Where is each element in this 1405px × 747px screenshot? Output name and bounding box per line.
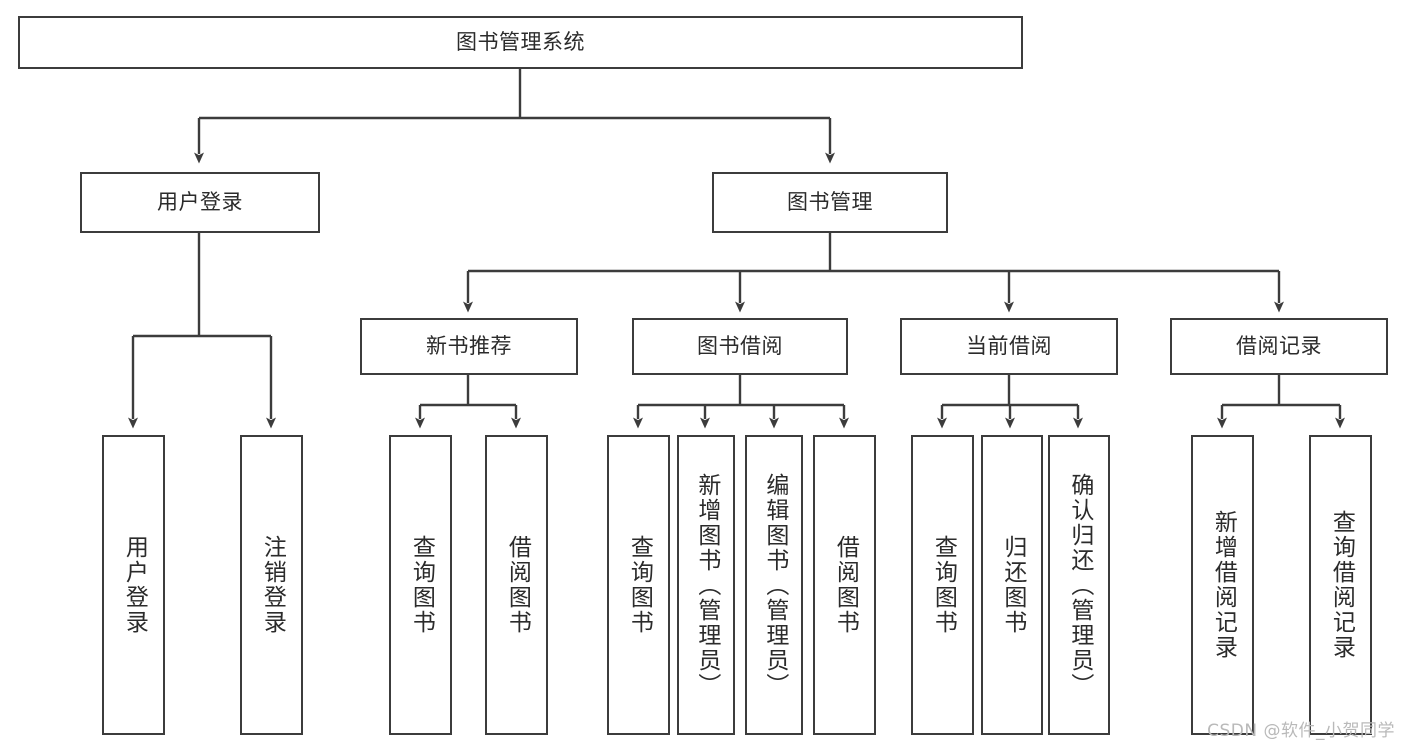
node-label: 借阅图书	[832, 535, 859, 635]
node-label: 新增图书（管理员）	[693, 472, 720, 698]
leaf-new-book-borrow[interactable]: 借阅图书	[485, 435, 548, 735]
leaf-user-login-signout[interactable]: 注销登录	[240, 435, 303, 735]
node-new-book-recommend[interactable]: 新书推荐	[360, 318, 578, 375]
leaf-current-borrow-return[interactable]: 归还图书	[981, 435, 1043, 735]
node-label: 用户登录	[121, 535, 148, 635]
node-book-borrow[interactable]: 图书借阅	[632, 318, 848, 375]
node-label: 借阅图书	[504, 535, 531, 635]
node-book-management[interactable]: 图书管理	[712, 172, 948, 233]
node-label: 当前借阅	[966, 334, 1052, 358]
csdn-watermark: CSDN @软件_小贺同学	[1207, 721, 1395, 741]
leaf-book-borrow-lend[interactable]: 借阅图书	[813, 435, 876, 735]
node-label: 新书推荐	[426, 334, 512, 358]
node-label: 借阅记录	[1236, 334, 1322, 358]
node-borrow-record[interactable]: 借阅记录	[1170, 318, 1388, 375]
node-root-system[interactable]: 图书管理系统	[18, 16, 1023, 69]
leaf-borrow-record-query[interactable]: 查询借阅记录	[1309, 435, 1372, 735]
node-label: 图书管理	[787, 190, 873, 214]
leaf-borrow-record-add[interactable]: 新增借阅记录	[1191, 435, 1254, 735]
leaf-new-book-query[interactable]: 查询图书	[389, 435, 452, 735]
leaf-user-login-signin[interactable]: 用户登录	[102, 435, 165, 735]
leaf-book-borrow-edit[interactable]: 编辑图书（管理员）	[745, 435, 803, 735]
node-label: 查询图书	[626, 535, 653, 635]
leaf-current-borrow-query[interactable]: 查询图书	[911, 435, 974, 735]
node-label: 归还图书	[999, 535, 1026, 635]
leaf-book-borrow-add[interactable]: 新增图书（管理员）	[677, 435, 735, 735]
node-label: 查询借阅记录	[1328, 510, 1355, 660]
node-current-borrow[interactable]: 当前借阅	[900, 318, 1118, 375]
node-label: 确认归还（管理员）	[1066, 472, 1093, 698]
leaf-current-borrow-confirm[interactable]: 确认归还（管理员）	[1048, 435, 1110, 735]
node-label: 编辑图书（管理员）	[761, 472, 788, 698]
node-label: 查询图书	[408, 535, 435, 635]
node-label: 查询图书	[930, 535, 957, 635]
node-label: 图书管理系统	[456, 30, 585, 54]
leaf-book-borrow-query[interactable]: 查询图书	[607, 435, 670, 735]
node-label: 注销登录	[259, 535, 286, 635]
node-label: 用户登录	[157, 190, 243, 214]
node-label: 图书借阅	[697, 334, 783, 358]
node-user-login[interactable]: 用户登录	[80, 172, 320, 233]
node-label: 新增借阅记录	[1210, 510, 1237, 660]
